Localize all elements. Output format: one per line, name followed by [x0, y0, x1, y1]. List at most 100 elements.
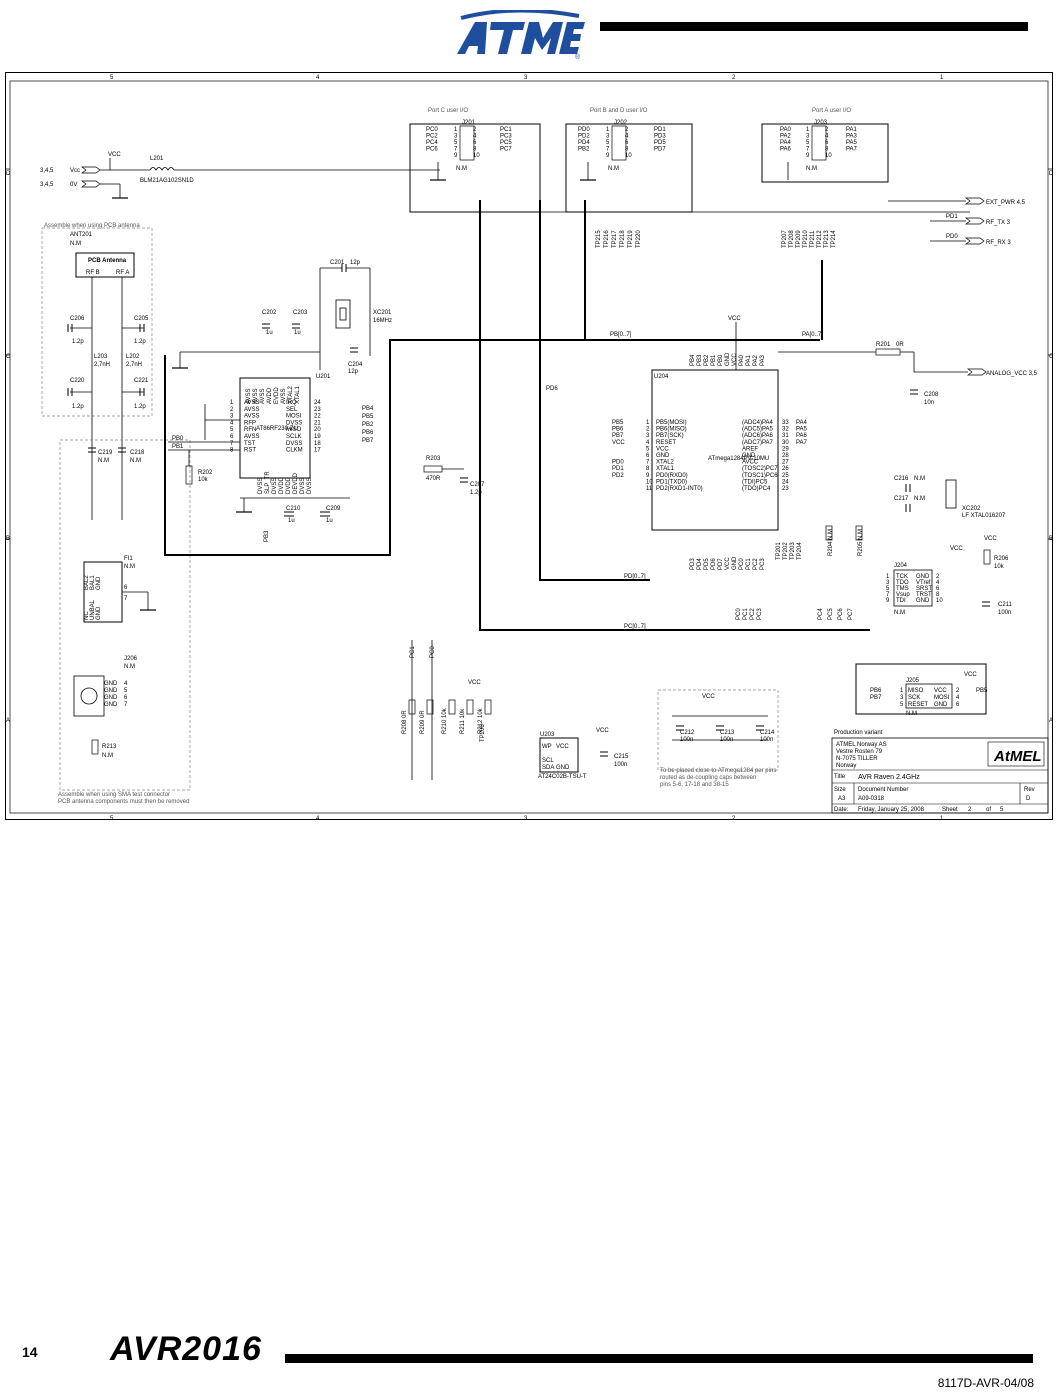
rf230-pin-number: 19: [314, 434, 321, 440]
decoup-vcc-label: VCC: [702, 694, 715, 700]
rf230-pin-number: 4: [230, 420, 234, 426]
pb1-net: PB1: [172, 444, 184, 450]
c217-ref: C217: [894, 496, 909, 502]
connector-net-right: PA1: [846, 127, 858, 133]
frame-col-number: 5: [110, 75, 114, 81]
mcu-net-left: PB6: [612, 427, 624, 433]
pc-net: PC3: [757, 608, 763, 620]
c210-ref: C210: [286, 506, 301, 512]
connector-pin-number: 5: [806, 140, 810, 146]
c204-val: 12p: [348, 369, 359, 375]
xc201-freq: 16MHz: [373, 318, 392, 324]
mcu-pin-number: 7: [646, 460, 650, 466]
r201-val: 0R: [896, 342, 904, 348]
mcu-pin-number: 33: [782, 420, 789, 426]
rf230-pin-top: AVSS: [281, 388, 287, 404]
ext-pwr-port: EXT_PWR 4,5: [986, 200, 1026, 206]
mcu-net-top: PB0: [718, 354, 724, 366]
connector-pin-number: 7: [806, 147, 810, 153]
mcu-pin-number: 1: [646, 420, 650, 426]
jtag-pin-number: 10: [936, 598, 943, 604]
pd1-net: PD1: [946, 214, 958, 220]
rf230-pin-left: RFP: [244, 420, 256, 426]
test-point-label: TP207: [782, 230, 788, 248]
c220-ref: C220: [70, 378, 85, 384]
rf230-pin-top: AVDD: [267, 387, 273, 404]
port-c-title: Port C user I/O: [428, 108, 468, 114]
sma-note-2: PCB antenna components must then be remo…: [58, 799, 189, 805]
c218-ref: C218: [130, 450, 145, 456]
rf230-pin-bottom: DVSS: [307, 478, 313, 494]
xc201-ref: XC201: [373, 310, 392, 316]
resistor-body: [484, 699, 492, 715]
u201-part: AT86RF230-ZU: [256, 426, 298, 432]
connector-net-left: PA0: [780, 127, 792, 133]
sma-pin-number: 7: [124, 702, 128, 708]
mcu-net-bottom: PD6: [711, 558, 717, 570]
rf230-pin-number: 6: [230, 434, 234, 440]
frame-row-letter: C: [6, 354, 11, 360]
isp-pin-number: 2: [956, 688, 960, 694]
rf230-pin-top: XTAL2: [288, 385, 294, 404]
connector-net-left: PD2: [578, 134, 590, 140]
rf230-pin-number: 17: [314, 448, 321, 454]
frame-row-letter: B: [6, 536, 10, 542]
l202-ref: L202: [126, 354, 140, 360]
c211-ref: C211: [998, 602, 1013, 608]
rf230-pin-right: SCLK: [286, 434, 302, 440]
mcu-net-bottom: PD4: [697, 558, 703, 570]
connector-pin-number: 1: [806, 127, 810, 133]
isp-pin-number: 3: [900, 695, 904, 701]
r205-label: R205 N.M: [858, 529, 864, 556]
c208-val: 10n: [924, 400, 934, 406]
rf230-pin-left: RFN: [244, 427, 256, 433]
j201-nm: N.M: [456, 166, 467, 172]
mcu-net-top: PB3: [697, 354, 703, 366]
c208-ref: C208: [924, 392, 939, 398]
mcu-net-top: GND: [725, 352, 731, 366]
decoup-note-1: To be placed close to ATmega1284 per pin…: [660, 768, 776, 774]
isp-pin-left: MISO: [908, 688, 924, 694]
pd-bus: PD[0..7]: [624, 574, 646, 580]
isp-net: PB5: [976, 688, 988, 694]
jtag-pin-left: TCK: [896, 574, 908, 580]
date-label: Date:: [834, 807, 849, 813]
mcu-vcc-label: VCC: [728, 316, 741, 322]
antenna-note: Assemble when using PCB antenna: [44, 223, 140, 229]
rf230-pin-number: 2: [230, 407, 234, 413]
c216-val: N.M: [914, 476, 925, 482]
u203-part: AT24C02B-TSU-T: [538, 774, 587, 780]
jtag-vcc-label: VCC: [950, 546, 963, 552]
isp-pin-number: 4: [956, 695, 960, 701]
resistor-label: R211 10k: [460, 708, 466, 734]
test-point-label: TP202: [783, 542, 789, 560]
c216-ref: C216: [894, 476, 909, 482]
frame-col-number: 3: [524, 816, 528, 822]
rf230-pin-bottom: DVSS: [272, 478, 278, 494]
fi1-nm: N.M: [124, 564, 135, 570]
mcu-net-right: PA7: [796, 440, 808, 446]
sma-pin-number: 5: [124, 688, 128, 694]
mcu-pin-right: (TOSC1)PC6: [742, 473, 778, 479]
u203-ref: U203: [540, 732, 555, 738]
rf230-pin-bottom: DVSS: [258, 478, 264, 494]
resistor-body: [466, 699, 474, 715]
u203-gnd: GND: [556, 765, 570, 771]
connector-pin-number: 7: [454, 147, 458, 153]
mcu-pin-number: 2: [646, 427, 650, 433]
rev-value: D: [1026, 796, 1031, 802]
test-point-label: TP203: [790, 542, 796, 560]
connector-pin-number: 5: [454, 140, 458, 146]
rf230-pin-top: AVSS: [253, 388, 259, 404]
filter-pin-label: NC: [84, 611, 90, 620]
doc-title: AVR2016: [110, 1330, 262, 1368]
jtag-pin-number: 4: [936, 580, 940, 586]
resistor-body: [426, 699, 434, 715]
j202-nm: N.M: [608, 166, 619, 172]
frame-col-number: 5: [110, 816, 114, 822]
rf230-pin-bottom: DVDD: [279, 476, 285, 494]
resistor-body: [448, 699, 456, 715]
filter-pin-label: UNBAL: [90, 599, 96, 620]
j201-ref: J201: [462, 120, 476, 126]
frame-col-number: 1: [940, 816, 944, 822]
